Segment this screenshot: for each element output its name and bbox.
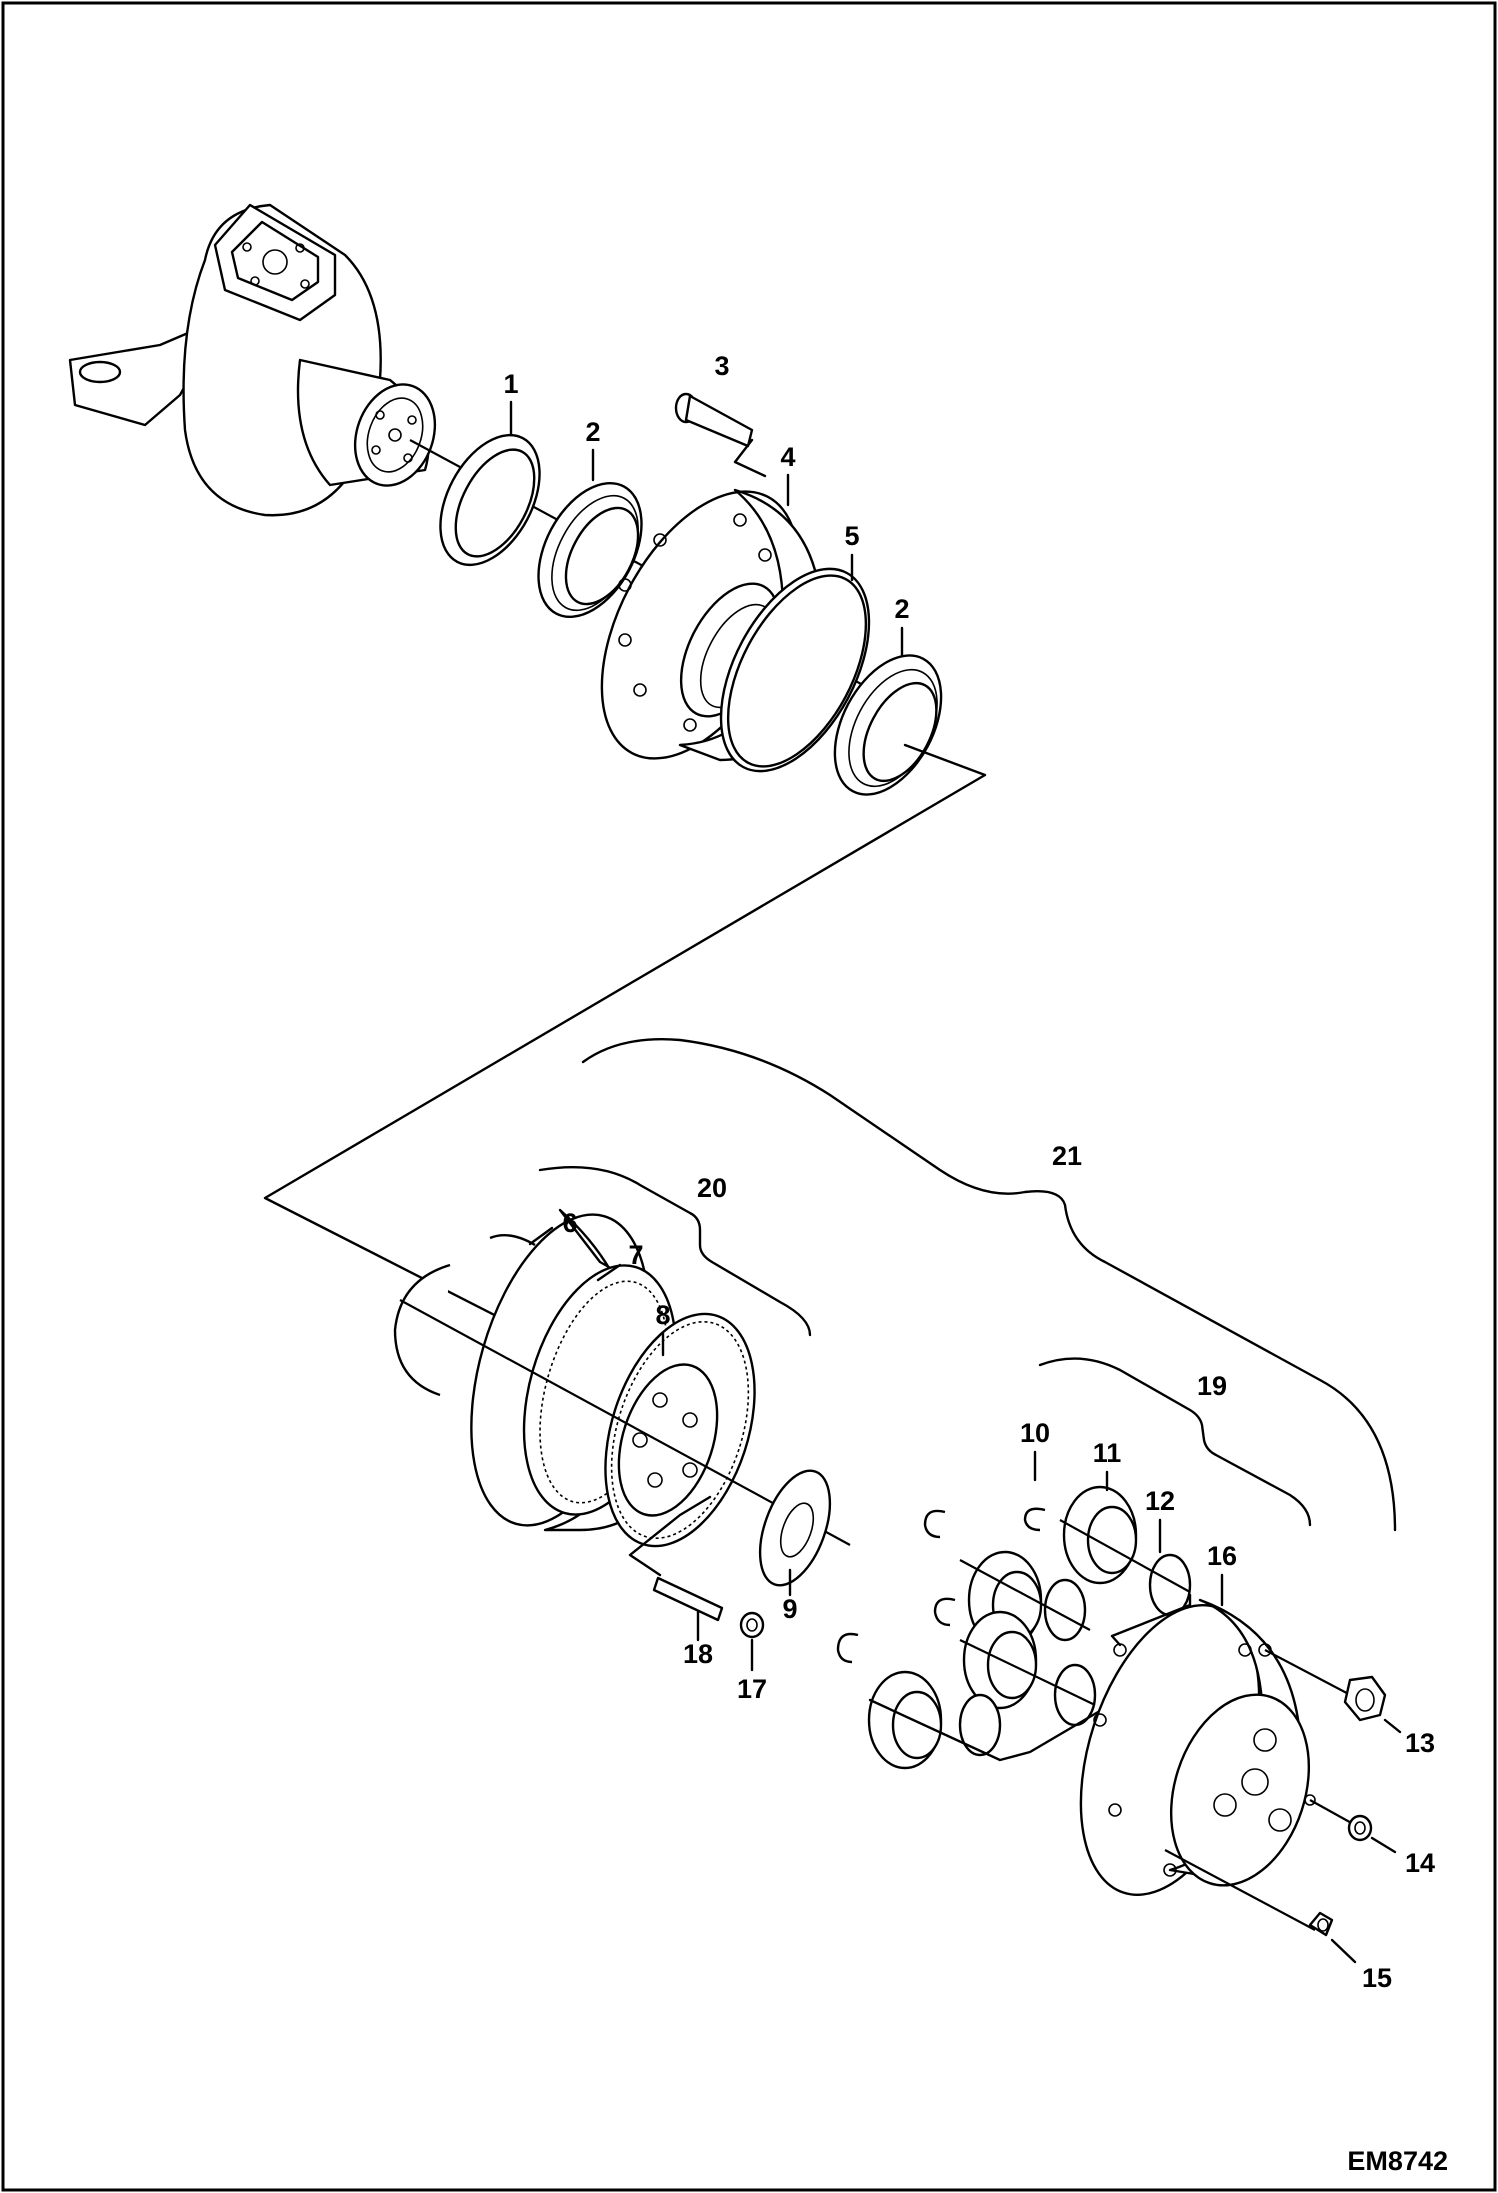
callout-11: 11 — [1093, 1438, 1122, 1468]
callout-16: 16 — [1207, 1541, 1237, 1571]
o-ring — [719, 567, 871, 773]
circlip-4 — [836, 1632, 859, 1664]
callout-10: 10 — [1020, 1418, 1050, 1448]
leader-13 — [1383, 1718, 1402, 1734]
callout-18: 18 — [683, 1639, 713, 1669]
callout-17: 17 — [737, 1674, 767, 1704]
connection-line — [263, 743, 987, 1432]
axis-planet-1 — [1059, 1519, 1191, 1593]
bracket-20 — [538, 1165, 812, 1337]
axis-14 — [1309, 1799, 1356, 1826]
bracket-21 — [581, 1038, 1397, 1532]
steering-knuckle — [68, 203, 437, 517]
nut-small — [739, 1611, 765, 1639]
callout-12: 12 — [1145, 1486, 1175, 1516]
callout-2a: 2 — [585, 417, 600, 447]
callout-9: 9 — [782, 1594, 797, 1624]
circlip-1 — [1023, 1507, 1046, 1532]
axis-planet-2 — [959, 1559, 1091, 1631]
callout-5: 5 — [844, 521, 859, 551]
callout-6: 6 — [562, 1208, 577, 1238]
callout-8: 8 — [655, 1300, 670, 1330]
leader-15 — [1330, 1938, 1357, 1964]
leader-planet-4 — [868, 1698, 1112, 1762]
callout-4: 4 — [780, 442, 795, 472]
tapered-bearing — [537, 481, 643, 619]
circlip-3 — [933, 1597, 956, 1627]
bracket-19 — [1038, 1357, 1312, 1527]
needle-bearing-4 — [958, 1693, 1002, 1757]
leader-16 — [1110, 1593, 1192, 1647]
leader-7 — [596, 1263, 622, 1282]
leader-14 — [1370, 1836, 1397, 1854]
tapered-bearing-2 — [833, 654, 943, 796]
hex-nut — [1343, 1675, 1387, 1722]
thrust-washer — [758, 1469, 832, 1587]
callout-15: 15 — [1362, 1963, 1392, 1993]
axis-15 — [1164, 1849, 1316, 1931]
leader-6 — [528, 1226, 554, 1246]
circlip-2 — [923, 1509, 946, 1539]
needle-bearing-1 — [1148, 1553, 1192, 1617]
pin — [652, 1576, 724, 1622]
planet-gear-top — [1062, 1485, 1138, 1585]
callout-labels: 1 2 3 4 5 2 6 7 8 9 10 11 12 16 13 14 15… — [503, 351, 1435, 1993]
callout-14: 14 — [1405, 1848, 1435, 1878]
leader-8 — [628, 1495, 712, 1577]
seal-ring — [439, 433, 541, 567]
plug — [1347, 1814, 1373, 1842]
drawing-code: EM8742 — [1347, 2146, 1448, 2176]
callout-3: 3 — [714, 351, 729, 381]
axis-planet-3 — [959, 1639, 1096, 1706]
planet-carrier-housing — [1079, 1598, 1316, 1896]
callout-13: 13 — [1405, 1728, 1435, 1758]
leader-3 — [733, 438, 767, 478]
callout-1: 1 — [503, 369, 518, 399]
wheel-stud — [674, 392, 754, 448]
planet-gear-bottom — [867, 1670, 943, 1770]
callout-20: 20 — [697, 1173, 727, 1203]
callout-2b: 2 — [894, 594, 909, 624]
gear-carrier — [604, 1312, 756, 1548]
callout-7: 7 — [628, 1240, 643, 1270]
cap-screw — [1308, 1911, 1334, 1937]
needle-bearing-2 — [1043, 1578, 1087, 1642]
callout-21: 21 — [1052, 1141, 1082, 1171]
callout-19: 19 — [1197, 1371, 1227, 1401]
axis-13 — [1264, 1649, 1361, 1701]
